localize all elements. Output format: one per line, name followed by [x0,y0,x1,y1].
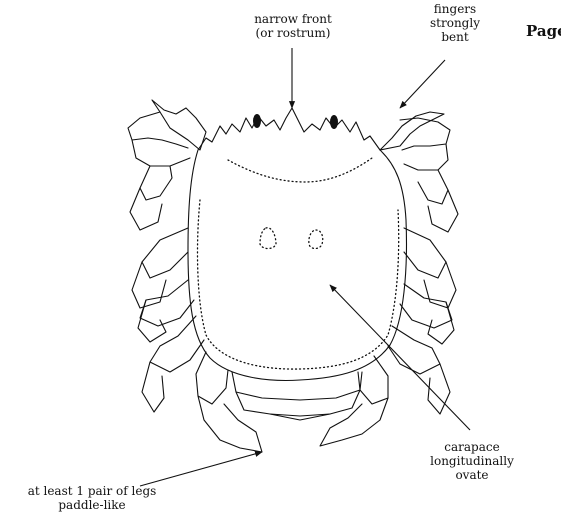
right-legs [320,228,456,446]
abdomen [232,372,362,420]
gastric-spot-right [309,230,323,249]
carapace-inner-dotted [198,200,399,369]
carapace-groove [228,158,372,182]
pointer-fingers [400,60,445,108]
pointer-legs [140,452,262,486]
carapace-outline [188,150,406,380]
gastric-spot-left [260,228,276,249]
left-legs [132,228,262,452]
right-eye [330,115,338,129]
left-eye [253,114,261,128]
front-margin [198,108,380,150]
right-cheliped [380,112,458,232]
